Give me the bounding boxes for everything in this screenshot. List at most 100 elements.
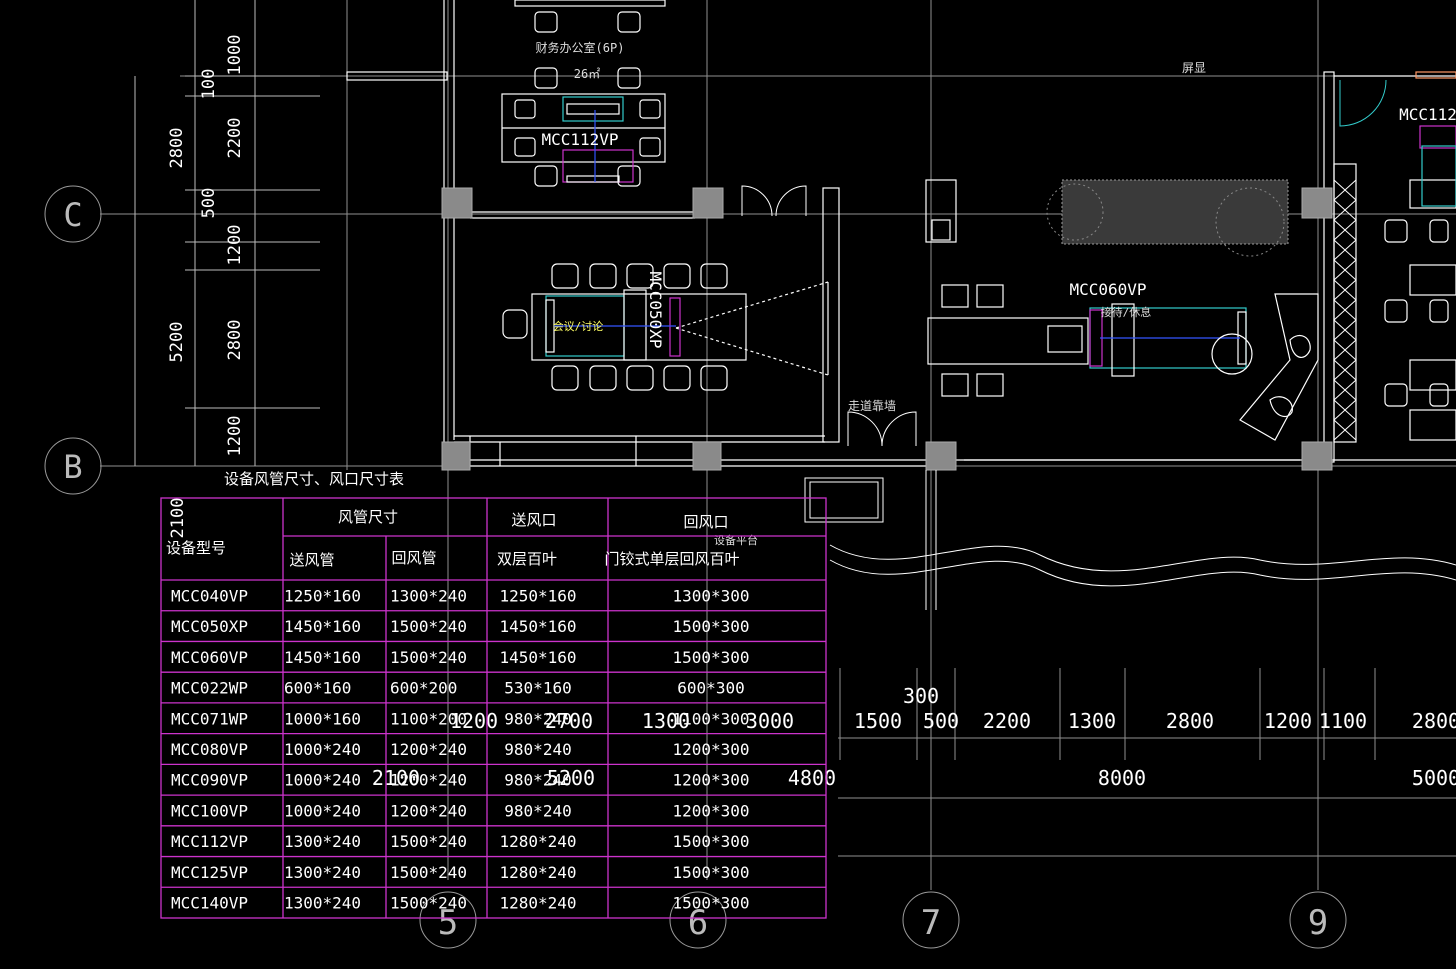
- hdim-4800: 4800: [788, 766, 836, 790]
- room-label-area: 26㎡: [574, 67, 600, 81]
- table-cell-size: 980*240: [504, 771, 571, 790]
- reception-furniture: [927, 284, 1319, 441]
- table-cell-size: 1450*160: [284, 648, 361, 667]
- table-cell-size: 600*300: [677, 679, 744, 698]
- equipment-table: 2100 设备型号 风管尺寸 送风口 回风口 送风管 回风管 双层百叶 门铰式单…: [160, 497, 827, 919]
- table-grid: [160, 497, 827, 919]
- table-cell-size: 980*240: [504, 740, 571, 759]
- table-cell-size: 1200*300: [672, 740, 749, 759]
- doors: [741, 79, 1387, 447]
- svg-text:7: 7: [921, 903, 941, 943]
- grid-bubble-6: 6: [669, 891, 727, 949]
- table-cell-model: MCC040VP: [171, 586, 248, 605]
- hdim-2800: 2800: [1166, 709, 1214, 733]
- table-cell-size: 600*200: [390, 679, 457, 698]
- table-cell-size: 1450*160: [499, 617, 576, 636]
- table-title: 设备风管尺寸、风口尺寸表: [224, 470, 404, 488]
- grid-bubble-7: 7: [902, 891, 960, 949]
- table-cell-model: MCC100VP: [171, 801, 248, 820]
- table-cell-model: MCC140VP: [171, 894, 248, 913]
- table-cell-size: 1300*240: [284, 832, 361, 851]
- table-cell-model: MCC125VP: [171, 863, 248, 882]
- vdim-500: 500: [199, 188, 219, 219]
- truss: [1333, 179, 1357, 441]
- header-model: 设备型号: [166, 539, 226, 557]
- grid-bubble-b: B: [44, 437, 102, 495]
- table-cell-size: 1280*240: [499, 832, 576, 851]
- columns: [441, 187, 1333, 471]
- table-cell-size: 1500*300: [672, 832, 749, 851]
- right-office: [1384, 179, 1456, 441]
- header-supply-duct: 送风管: [289, 551, 334, 569]
- hdim-8000: 8000: [1098, 766, 1146, 790]
- table-cell-size: 1280*240: [499, 863, 576, 882]
- table-cell-model: MCC090VP: [171, 771, 248, 790]
- right-office-ac: [1415, 71, 1456, 207]
- vdim-1000: 1000: [225, 35, 245, 76]
- table-cell-size: 1000*240: [284, 801, 361, 820]
- table-row-lines: [161, 610, 826, 888]
- table-cell-size: 1200*300: [672, 771, 749, 790]
- hdim-1500: 1500: [854, 709, 902, 733]
- table-cell-size: 1500*300: [672, 648, 749, 667]
- table-cell-size: 1500*240: [390, 648, 467, 667]
- unit-label-mcc112: MCC112: [1399, 105, 1456, 124]
- equipment-platform: [804, 470, 1456, 610]
- vdim-1200-a: 1200: [225, 225, 245, 266]
- room-label-meeting: 会议/讨论: [553, 319, 604, 333]
- overall-vdim-5200: 5200: [167, 322, 187, 363]
- table-cell-size: 1000*240: [284, 740, 361, 759]
- table-cell-size: 1250*160: [284, 586, 361, 605]
- table-cell-size: 980*240: [504, 709, 571, 728]
- room-label-reception: 接待/休息: [1101, 305, 1152, 319]
- reception-ac-unit: [1089, 303, 1253, 377]
- table-cell-size: 1000*160: [284, 709, 361, 728]
- table-cell-size: 1500*240: [390, 832, 467, 851]
- header-double-louver: 双层百叶: [497, 550, 557, 568]
- table-cell-size: 1200*240: [390, 740, 467, 759]
- hdim-1100: 1100: [1319, 709, 1367, 733]
- table-cell-size: 600*160: [284, 679, 351, 698]
- table-cell-size: 1500*300: [672, 894, 749, 913]
- table-cell-size: 1280*240: [499, 894, 576, 913]
- unit-label-mcc050xp: MCC050XP: [646, 271, 665, 348]
- hdim-2100-overlap: 2100: [372, 766, 420, 790]
- grid-bubble-9: 9: [1289, 891, 1347, 949]
- table-cell-size: 1500*240: [390, 863, 467, 882]
- vdim-1200-b: 1200: [225, 416, 245, 457]
- vertical-dimension-texts: 1000 100 2200 500 1200 2800 1200 2800 52…: [167, 35, 245, 457]
- hdim-500: 500: [923, 709, 959, 733]
- vdim-2200: 2200: [225, 118, 245, 159]
- table-cell-model: MCC080VP: [171, 740, 248, 759]
- table-cell-size: 1500*300: [672, 617, 749, 636]
- planter-hatch: [1046, 179, 1289, 257]
- table-cell-size: 1500*240: [390, 617, 467, 636]
- hdim-2200: 2200: [983, 709, 1031, 733]
- header-door-louver: 门铰式单层回风百叶: [604, 550, 739, 568]
- table-cell-size: 1300*240: [390, 586, 467, 605]
- table-cell-size: 1100*300: [672, 709, 749, 728]
- table-cell-size: 1300*300: [672, 586, 749, 605]
- table-cell-size: 1450*160: [499, 648, 576, 667]
- table-cell-size: 1500*240: [390, 894, 467, 913]
- svg-text:B: B: [63, 448, 82, 486]
- table-cell-size: 1300*240: [284, 894, 361, 913]
- svg-text:5: 5: [438, 903, 458, 943]
- table-side-dim: 2100: [168, 498, 188, 539]
- header-supply-outlet: 送风口: [511, 511, 556, 529]
- hdim-1300-overlap: 1300: [642, 709, 690, 733]
- svg-text:9: 9: [1308, 903, 1328, 943]
- table-cell-model: MCC022WP: [171, 679, 248, 698]
- hdim-5200-overlap: 5200: [547, 766, 595, 790]
- hdim-2700-overlap: 2700: [545, 709, 593, 733]
- hdim-3000-overlap: 3000: [746, 709, 794, 733]
- unit-label-mcc060vp: MCC060VP: [1069, 280, 1146, 299]
- room-label-equip: 设备平台: [714, 533, 758, 547]
